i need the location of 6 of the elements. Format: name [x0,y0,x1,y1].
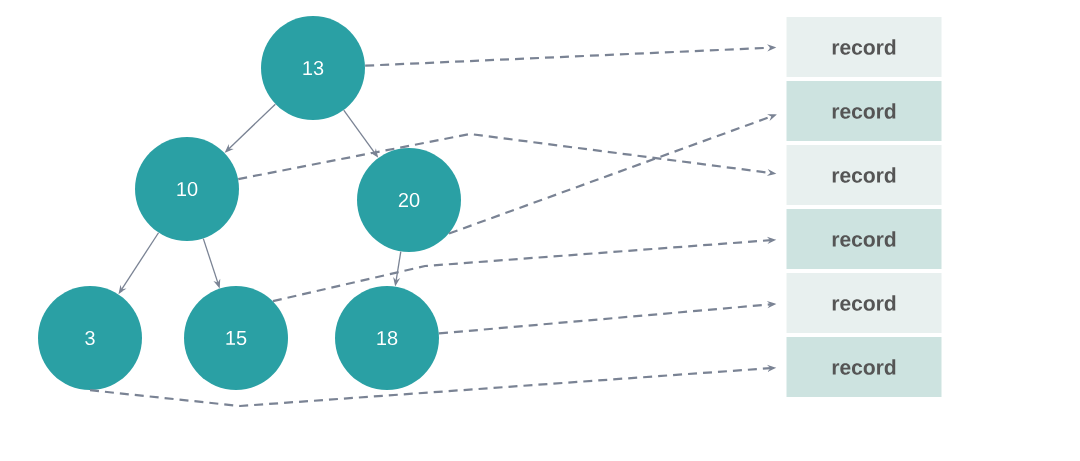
record-cell: record [786,273,942,333]
record-cell: record [786,81,942,141]
record-cell: record [786,209,942,269]
record-cell: record [786,145,942,205]
record-cell: record [786,337,942,397]
record-cell: record [786,17,942,77]
